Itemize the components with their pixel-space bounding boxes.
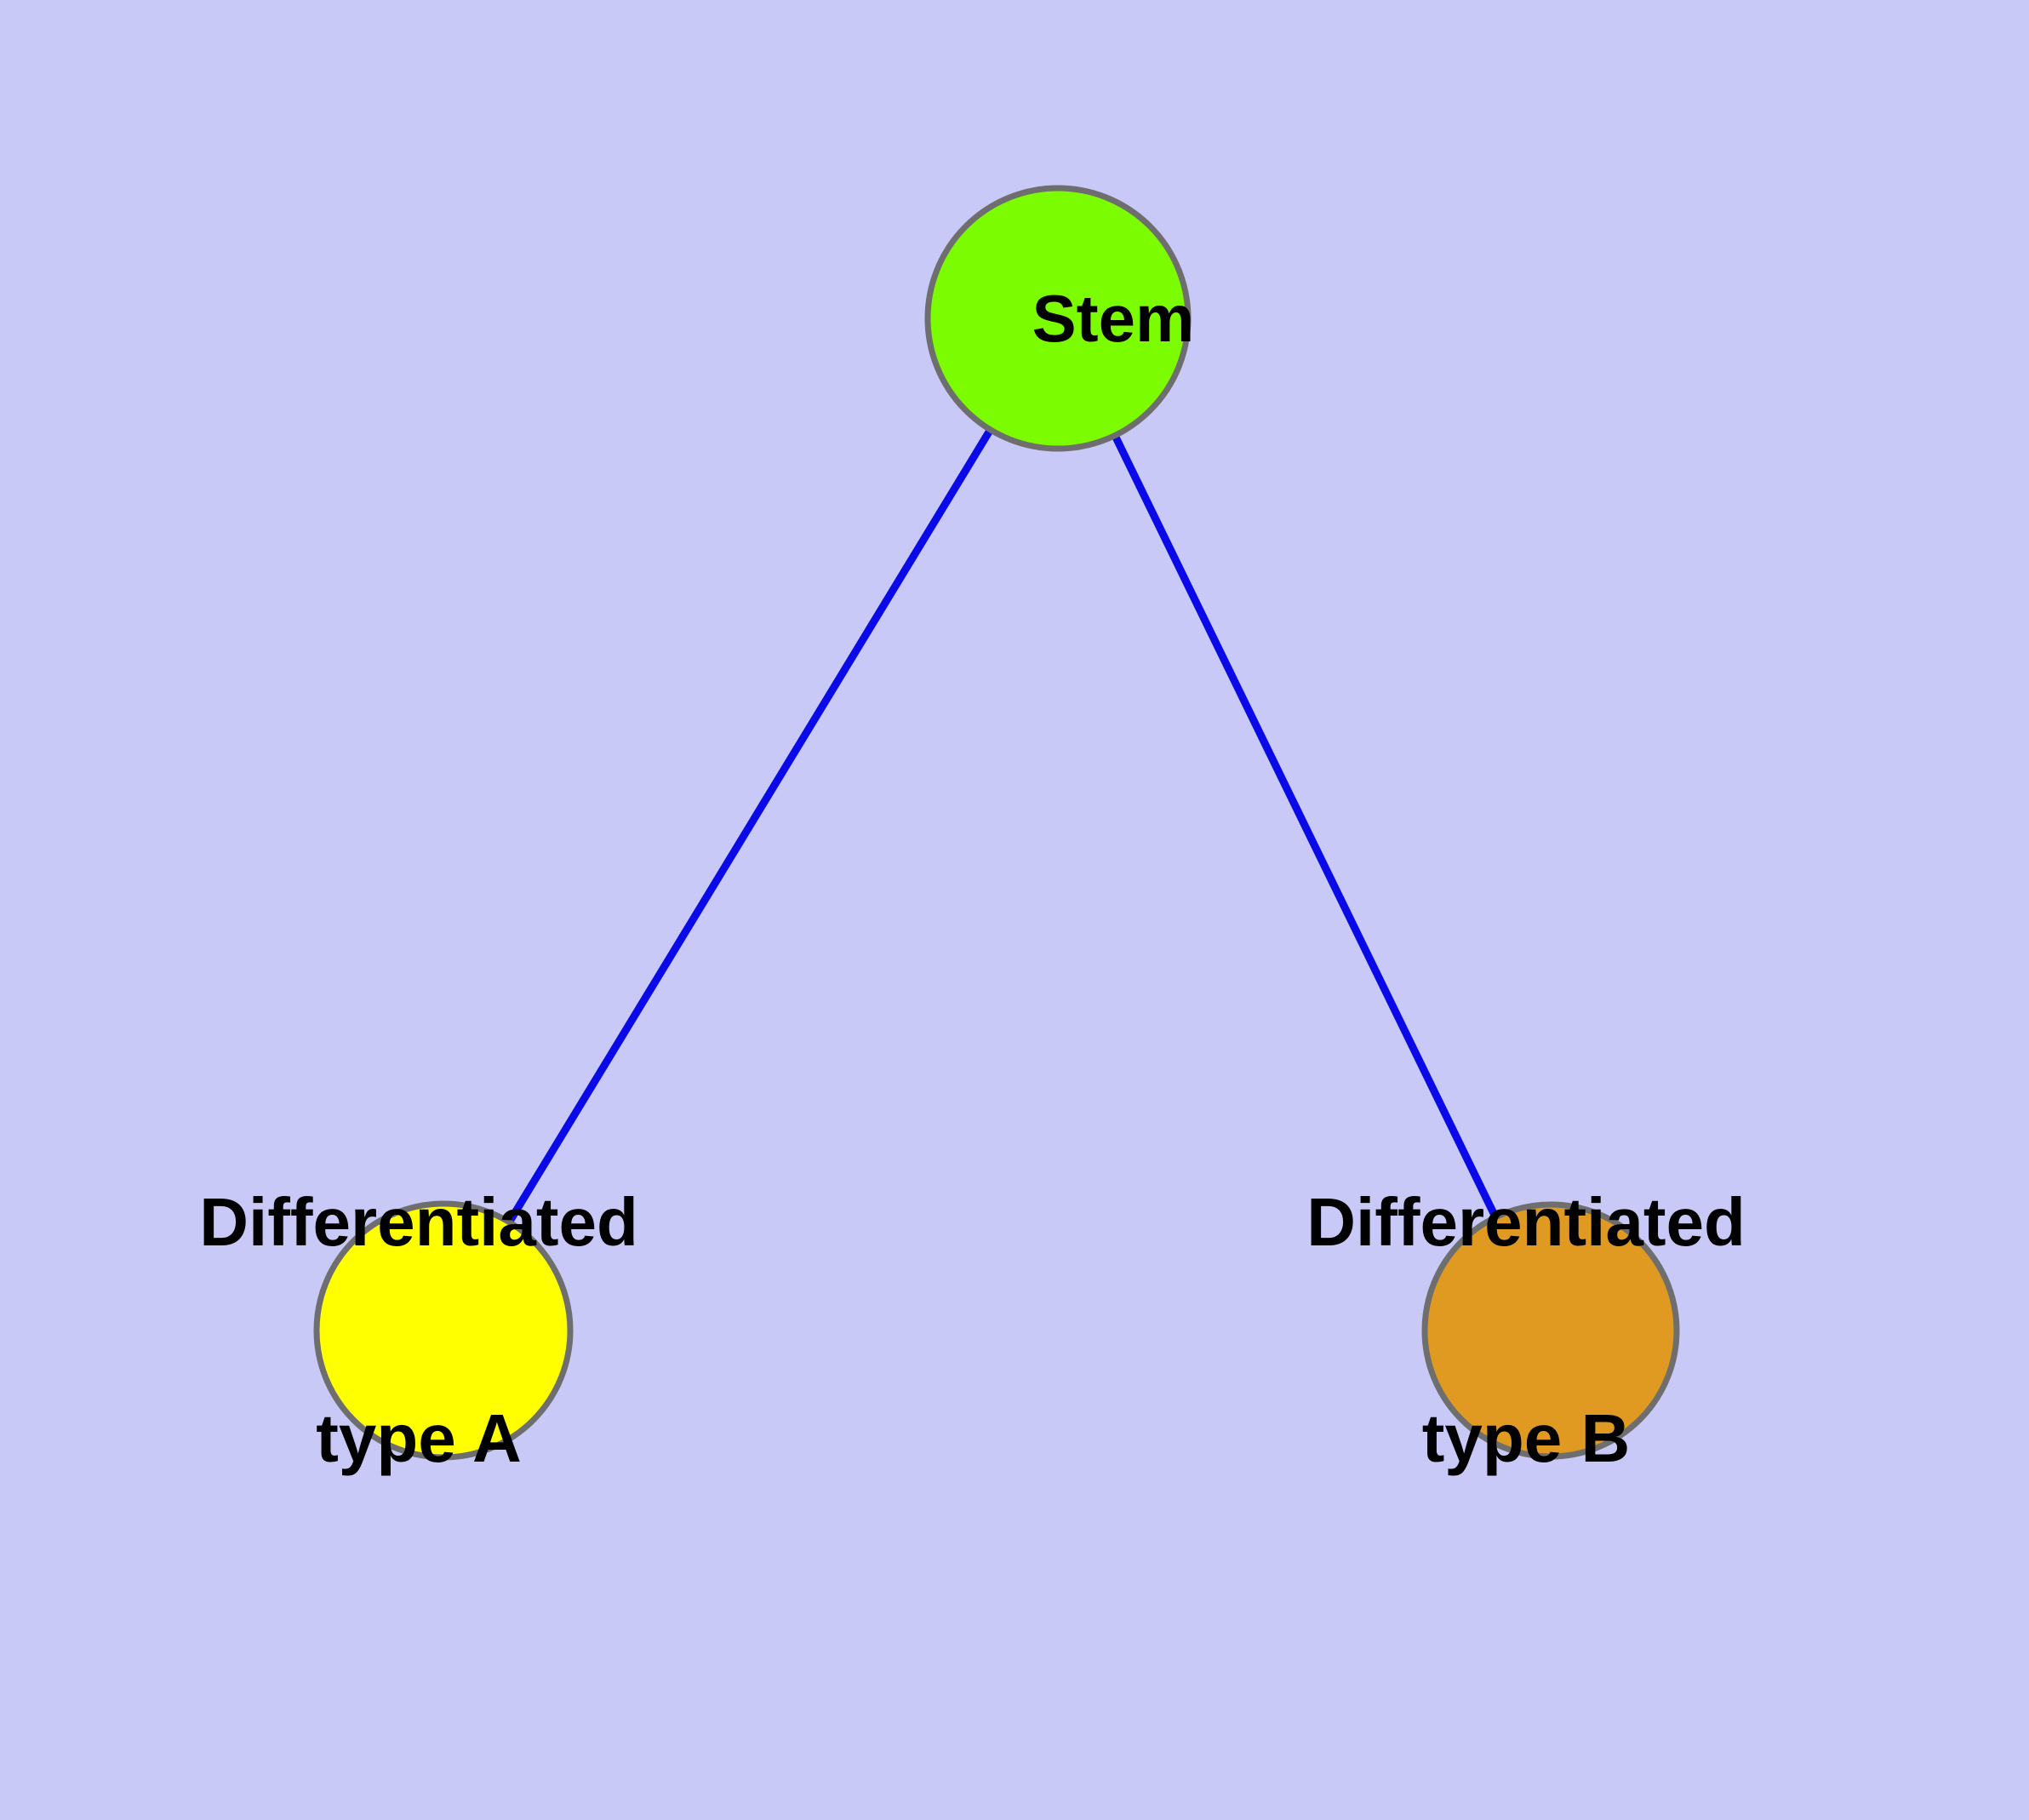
edge-group	[439, 314, 1555, 1335]
node-stem[interactable]	[924, 185, 1192, 452]
edge-stem-to-differentiated-type-a[interactable]	[439, 314, 1062, 1335]
edge-stem-to-differentiated-type-b[interactable]	[1054, 314, 1555, 1335]
node-differentiated-type-b[interactable]	[1421, 1201, 1680, 1460]
node-differentiated-type-a[interactable]	[313, 1200, 574, 1461]
node-group	[313, 185, 1680, 1461]
